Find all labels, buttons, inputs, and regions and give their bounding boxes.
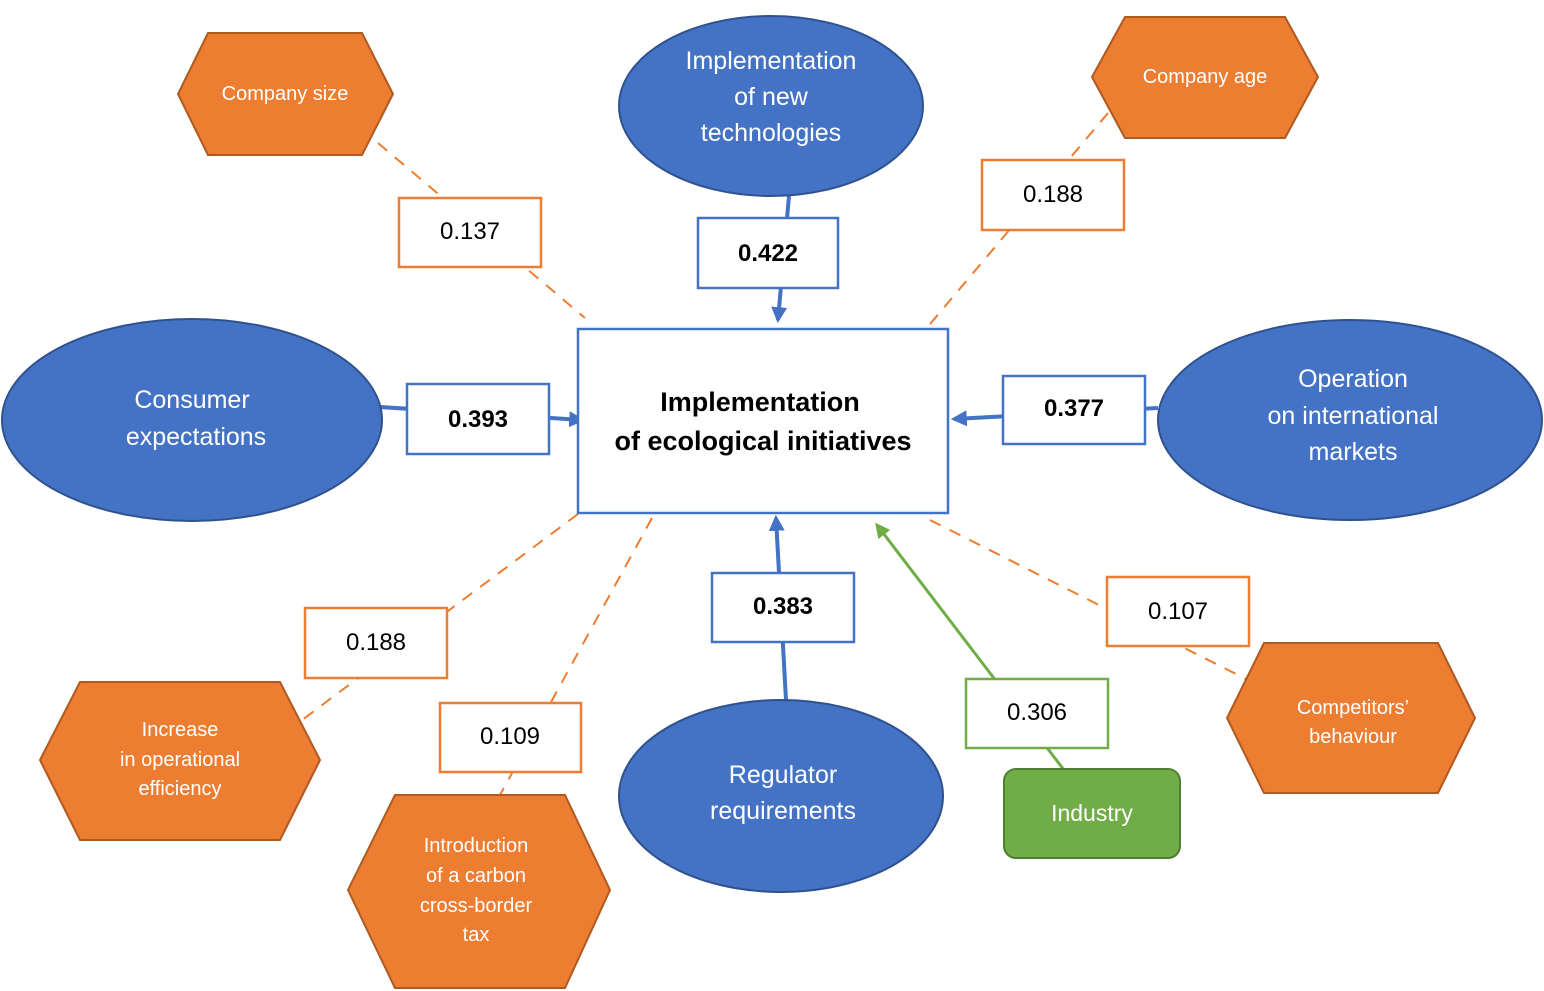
factor-regulator-label-line1: Regulator: [729, 761, 837, 789]
factor-intl-label-line3: markets: [1309, 438, 1398, 466]
moderator-competitors-line1: Competitors’: [1297, 697, 1409, 719]
factor-tech-label-line2: of new: [734, 83, 809, 111]
coef-efficiency-value: 0.188: [346, 629, 406, 656]
hexagon-icon: [1225, 642, 1477, 794]
ellipse-icon: [618, 699, 944, 893]
coef-age-value: 0.188: [1023, 181, 1083, 208]
coef-carbon-value: 0.109: [480, 723, 540, 750]
moderator-age-node: Company age: [1090, 16, 1320, 139]
moderator-efficiency-line1: Increase: [142, 719, 219, 741]
coef-competitors-box: 0.107: [1105, 575, 1251, 648]
coef-consumer-box: 0.393: [405, 382, 551, 456]
factor-tech-node: Implementation of new technologies: [618, 15, 924, 197]
coef-tech-value: 0.422: [738, 240, 798, 267]
factor-intl-label-line2: on international: [1268, 402, 1439, 430]
rounded-rectangle-icon: [1003, 768, 1181, 859]
connector-carbon: [499, 517, 653, 796]
coef-consumer-value: 0.393: [448, 406, 508, 433]
connector-efficiency: [301, 513, 579, 721]
factor-tech-label-line3: technologies: [701, 119, 841, 147]
ellipse-icon: [1157, 319, 1543, 521]
coef-carbon-box: 0.109: [438, 701, 583, 774]
factor-intl-label-line1: Operation: [1298, 365, 1408, 393]
hexagon-icon: [1090, 16, 1320, 139]
moderator-efficiency-line2: in operational: [120, 749, 240, 771]
moderator-competitors-line2: behaviour: [1309, 726, 1397, 748]
coef-age-box: 0.188: [980, 158, 1126, 232]
moderator-size-node: Company size: [176, 32, 395, 156]
factor-tech-label-line1: Implementation: [686, 47, 857, 75]
factor-consumer-label-line1: Consumer: [134, 386, 249, 414]
industry-node: Industry: [1003, 768, 1181, 859]
hexagon-icon: [38, 681, 322, 841]
industry-label: Industry: [1051, 800, 1133, 826]
factor-regulator-node: Regulator requirements: [618, 699, 944, 893]
factor-intl-node: Operation on international markets: [1157, 319, 1543, 521]
moderator-carbon-line4: tax: [463, 924, 490, 946]
hexagon-icon: [176, 32, 395, 156]
factor-consumer-label-line2: expectations: [126, 423, 266, 451]
hexagon-icon: [346, 794, 612, 989]
central-title-line2: of ecological initiatives: [614, 426, 911, 456]
connector-competitors: [929, 519, 1249, 681]
moderator-efficiency-line3: efficiency: [138, 778, 221, 800]
moderator-age-label: Company age: [1143, 66, 1268, 88]
moderator-carbon-line3: cross-border: [420, 895, 533, 917]
central-title-line1: Implementation: [660, 387, 860, 417]
moderator-size-label: Company size: [222, 83, 349, 105]
industry-coef-box: 0.306: [964, 677, 1110, 750]
coef-regulator-value: 0.383: [753, 593, 813, 620]
factor-consumer-node: Consumer expectations: [1, 318, 383, 522]
coef-efficiency-box: 0.188: [303, 606, 449, 680]
factor-regulator-label-line2: requirements: [710, 797, 856, 825]
coef-intl-value: 0.377: [1044, 395, 1104, 422]
coef-intl-box: 0.377: [1001, 374, 1147, 446]
ellipse-icon: [618, 15, 924, 197]
ellipse-icon: [1, 318, 383, 522]
moderator-carbon-node: Introduction of a carbon cross-border ta…: [346, 794, 612, 989]
coef-tech-box: 0.422: [696, 216, 840, 290]
coef-regulator-box: 0.383: [710, 571, 856, 644]
moderator-carbon-line2: of a carbon: [426, 865, 526, 887]
moderator-efficiency-node: Increase in operational efficiency: [38, 681, 322, 841]
coef-size-value: 0.137: [440, 218, 500, 245]
coef-size-box: 0.137: [397, 196, 543, 269]
industry-coef-value: 0.306: [1007, 699, 1067, 726]
moderator-carbon-line1: Introduction: [424, 835, 529, 857]
coef-competitors-value: 0.107: [1148, 598, 1208, 625]
central-node: Implementation of ecological initiatives: [576, 327, 950, 515]
moderator-competitors-node: Competitors’ behaviour: [1225, 642, 1477, 794]
